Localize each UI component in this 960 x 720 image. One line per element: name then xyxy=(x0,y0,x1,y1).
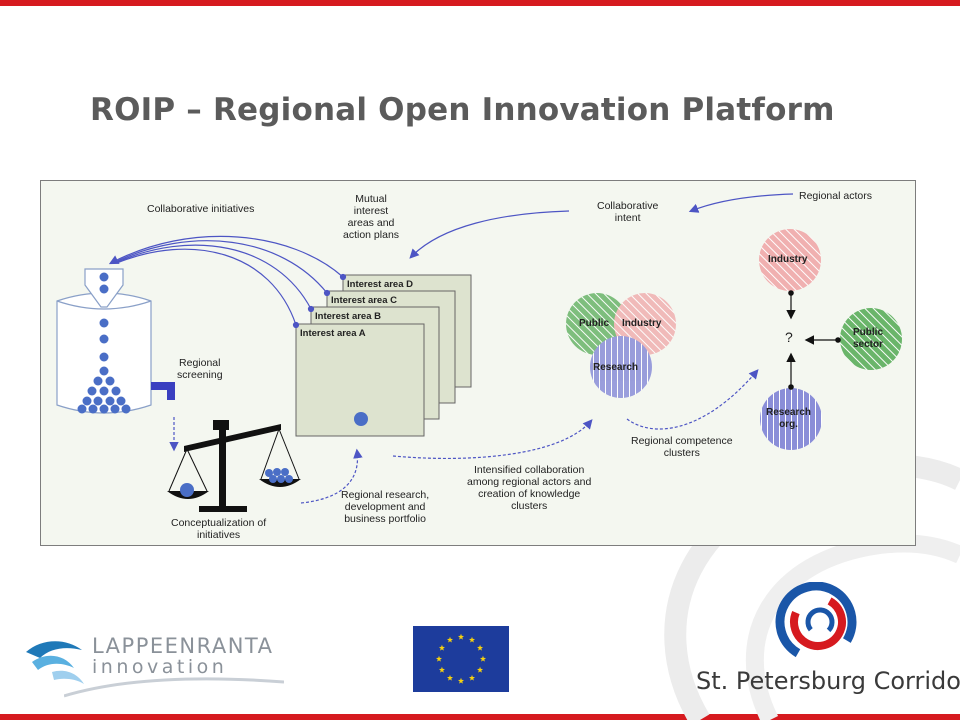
eu-star xyxy=(457,633,465,640)
eu-star xyxy=(479,655,487,662)
eu-star xyxy=(438,644,445,651)
label-regional-actors: Regional actors xyxy=(799,190,872,202)
intent-to-areas-arrow xyxy=(409,210,570,259)
actor-label-research-org: Research org. xyxy=(766,407,812,430)
actor-label-unknown: ? xyxy=(785,329,793,345)
label-collaborative-intent: Collaborative intent xyxy=(597,200,659,224)
actor-public-circle xyxy=(840,308,902,370)
actor-label-industry: Industry xyxy=(768,254,808,265)
eu-star xyxy=(457,677,465,684)
corridor-logo-name: St. Petersburg Corridor xyxy=(696,667,960,695)
venn-label-research: Research xyxy=(593,362,639,373)
lappeenranta-logo-name: LAPPEENRANTA xyxy=(92,634,274,658)
slide-title: ROIP – Regional Open Innovation Platform xyxy=(90,92,835,128)
label-regional-screening: Regional screening xyxy=(177,357,223,381)
eu-star xyxy=(477,644,484,651)
collaborative-initiative-arrows xyxy=(108,235,347,329)
bottom-red-bar xyxy=(0,714,960,720)
venn-cluster xyxy=(566,293,676,398)
actor-research-circle xyxy=(760,388,822,450)
label-intensified: Intensified collaboration among regional… xyxy=(467,464,592,512)
label-mutual-interest: Mutual interest areas and action plans xyxy=(343,193,400,241)
lappeenranta-swoosh xyxy=(64,677,284,698)
roip-diagram xyxy=(56,193,902,512)
clusters-arrow xyxy=(626,369,759,430)
eu-star xyxy=(446,636,454,643)
balance-scale-icon xyxy=(167,420,301,512)
lappeenranta-bird-icon xyxy=(26,641,84,684)
label-competence-clusters: Regional competence clusters xyxy=(631,435,733,459)
interest-area-a: Interest area A xyxy=(300,328,366,339)
eu-star xyxy=(468,636,476,643)
eu-star xyxy=(446,674,454,681)
lappeenranta-logo-sub: innovation xyxy=(92,656,228,678)
diagram-frame: Collaborative initiatives Mutual interes… xyxy=(40,180,916,546)
interest-area-d: Interest area D xyxy=(347,279,414,290)
portfolio-arrow xyxy=(300,448,363,504)
venn-label-public: Public xyxy=(579,318,610,329)
eu-flag-icon xyxy=(413,626,509,692)
actors-to-intent-arrow xyxy=(688,193,794,213)
screening-container xyxy=(56,268,175,414)
interest-area-stack xyxy=(295,274,472,437)
eu-star xyxy=(468,674,476,681)
corridor-logo-icon xyxy=(775,582,857,663)
eu-star xyxy=(477,666,484,673)
venn-label-industry: Industry xyxy=(622,318,662,329)
interest-area-c: Interest area C xyxy=(331,295,398,306)
eu-star xyxy=(438,666,445,673)
actor-industry-circle xyxy=(759,229,821,291)
intensified-arrow xyxy=(392,419,593,460)
top-red-bar xyxy=(0,0,960,6)
label-collaborative-initiatives: Collaborative initiatives xyxy=(147,203,255,215)
actors-convergence-arrows xyxy=(786,290,841,390)
label-rd-portfolio: Regional research, development and busin… xyxy=(341,489,430,525)
actor-label-public-sector: Public sector xyxy=(853,327,884,350)
eu-star xyxy=(435,655,443,662)
label-conceptualization: Conceptualization of initiatives xyxy=(171,517,267,541)
interest-area-b: Interest area B xyxy=(315,311,382,322)
